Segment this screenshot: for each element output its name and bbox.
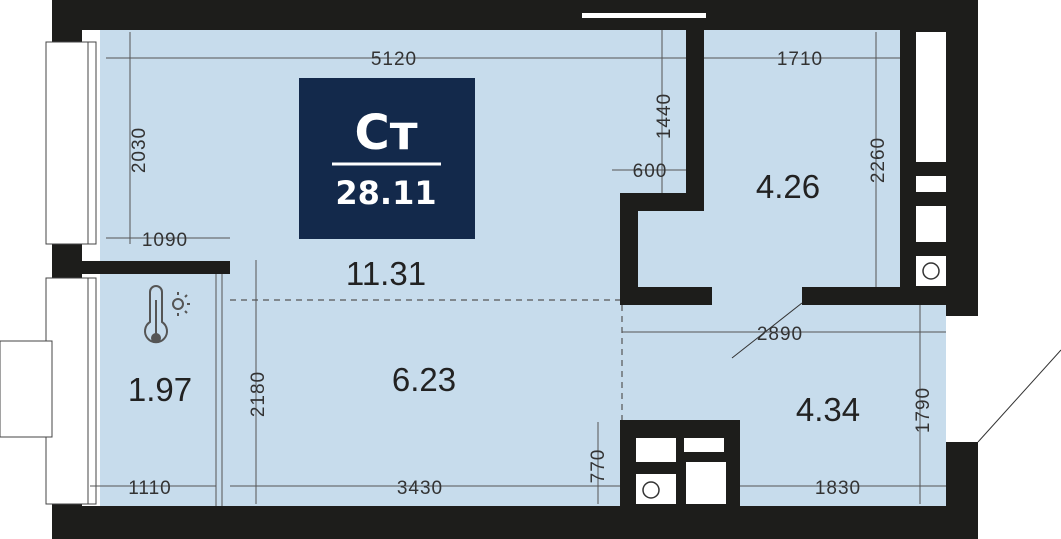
door-swing (731, 302, 803, 359)
badge-total-area: 28.11 (335, 174, 436, 212)
badge-background (299, 78, 475, 239)
dim-hall-height: 1790 (913, 387, 934, 433)
area-living: 11.31 (346, 255, 426, 292)
area-loggia: 1.97 (128, 371, 192, 408)
area-kitchen: 6.23 (392, 361, 456, 398)
bathroom-walls (620, 30, 946, 305)
dim-bath-height: 2260 (868, 137, 889, 183)
area-hallway: 4.34 (796, 391, 860, 428)
window-left-bottom (45, 277, 97, 505)
dim-left-height: 2030 (129, 127, 150, 173)
dim-left-small: 1090 (142, 230, 188, 251)
window-left-top (45, 41, 97, 245)
area-bathroom: 4.26 (756, 168, 820, 205)
dim-bottom-left: 1110 (128, 478, 171, 499)
window-top (582, 13, 706, 18)
badge-type: Ст (354, 105, 417, 161)
apartment-badge: Ст 28.11 (299, 78, 475, 239)
dim-bottom-right: 1830 (815, 478, 861, 499)
dimension-lines (90, 30, 946, 504)
kitchen-appliances (620, 420, 740, 506)
thermometer-sun-icon (144, 285, 190, 344)
dim-kitchen-height: 2180 (248, 371, 269, 417)
dim-top-width: 5120 (371, 49, 417, 70)
room-floors (100, 30, 946, 506)
loggia-wall (82, 261, 230, 274)
bathroom-fixtures (900, 30, 946, 290)
balcony-door-frame (0, 340, 53, 438)
dim-bottom-mid: 3430 (397, 478, 443, 499)
dim-bottom-small: 770 (588, 449, 609, 484)
dim-partition-height: 1440 (654, 93, 675, 139)
dim-hall-width: 2890 (757, 324, 803, 345)
entrance-door-swing (977, 349, 1061, 443)
dim-top-right-width: 1710 (777, 49, 823, 70)
dim-partition-offset: 600 (633, 161, 668, 182)
